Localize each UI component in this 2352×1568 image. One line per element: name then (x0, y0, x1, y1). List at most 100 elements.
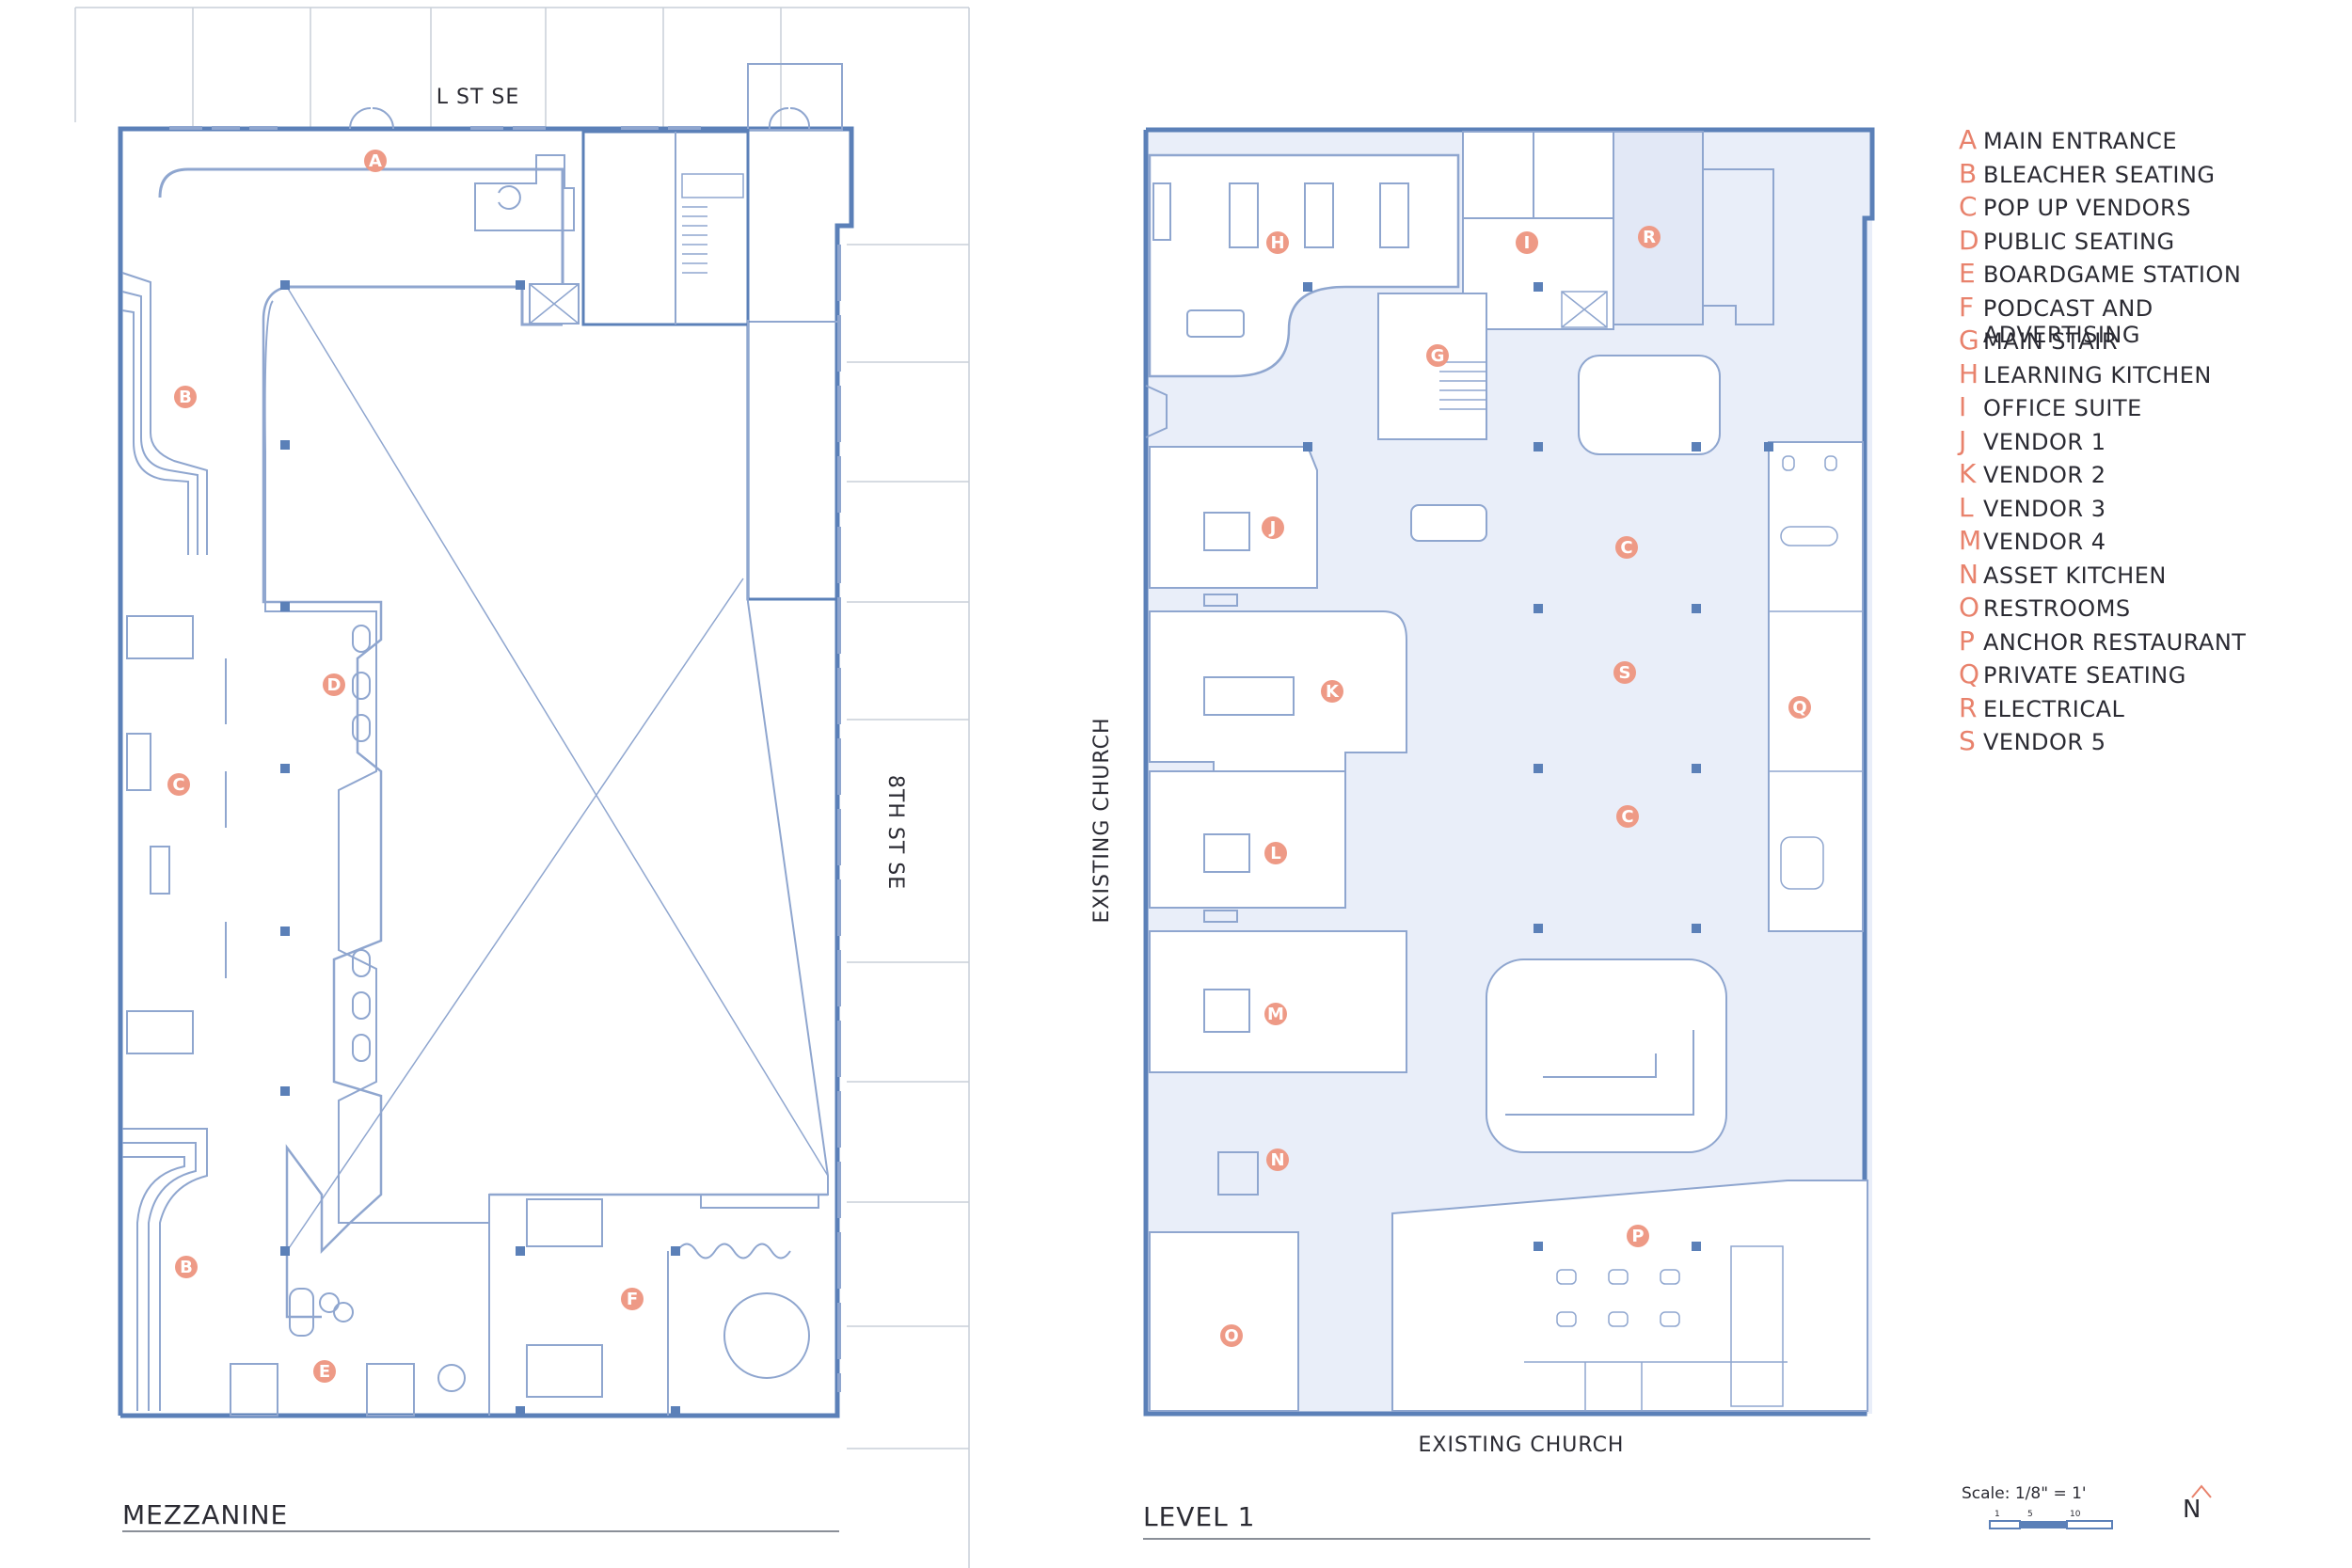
legend-letter: E (1959, 258, 1977, 289)
level1-markers: H I R G J C K S Q L C M N P O (1220, 226, 1811, 1347)
marker: N (1266, 1148, 1289, 1171)
legend-letter: L (1959, 491, 1975, 523)
legend-name: PUBLIC SEATING (1983, 228, 2175, 255)
legend-name: MAIN STAIR (1983, 328, 2118, 355)
street-name-west: EXISTING CHURCH (1090, 718, 1114, 924)
marker: D (323, 673, 345, 696)
legend-letter: O (1959, 592, 1980, 623)
marker: G (1426, 344, 1449, 367)
legend-name: RESTROOMS (1983, 595, 2131, 622)
svg-text:N: N (1270, 1150, 1284, 1170)
legend-letter: R (1959, 691, 1978, 723)
marker: J (1262, 516, 1284, 539)
legend-letter: J (1959, 424, 1967, 456)
svg-text:M: M (1267, 1005, 1284, 1024)
legend-name: ELECTRICAL (1983, 695, 2125, 722)
svg-text:S: S (1619, 663, 1631, 683)
svg-text:B: B (179, 388, 192, 407)
marker: C (167, 773, 190, 796)
legend-name: VENDOR 2 (1983, 462, 2106, 488)
marker: C (1616, 805, 1639, 828)
svg-text:J: J (1268, 518, 1277, 538)
legend-letter: B (1959, 157, 1978, 189)
marker: I (1516, 231, 1538, 254)
svg-text:E: E (319, 1362, 330, 1382)
marker: R (1638, 226, 1661, 248)
north-label: N (2183, 1496, 2201, 1524)
legend-letter: G (1959, 325, 1980, 356)
marker: E (313, 1360, 336, 1383)
mezzanine-plan: A B D C B E F L ST SE 8TH ST SE MEZZANIN… (74, 7, 970, 1568)
legend-letter: Q (1959, 658, 1980, 689)
svg-text:A: A (369, 151, 382, 171)
svg-text:D: D (327, 675, 342, 695)
legend-letter: M (1959, 525, 1982, 556)
marker: M (1264, 1003, 1287, 1025)
legend-name: OFFICE SUITE (1983, 395, 2142, 421)
street-grid (74, 7, 970, 1568)
legend-name: LEARNING KITCHEN (1983, 361, 2212, 388)
legend-name: BOARDGAME STATION (1983, 261, 2242, 288)
legend-name: VENDOR 4 (1983, 529, 2106, 555)
north-arrow-icon (2191, 1484, 2212, 1498)
marker: C (1615, 536, 1638, 559)
svg-text:O: O (1224, 1326, 1238, 1346)
legend-letter: S (1959, 725, 1977, 756)
plan-title-level1: LEVEL 1 (1143, 1501, 1255, 1532)
svg-text:G: G (1431, 346, 1445, 366)
street-name-north: L ST SE (437, 86, 520, 109)
svg-text:F: F (627, 1290, 638, 1309)
marker: B (175, 1256, 198, 1278)
legend-letter: A (1959, 124, 1978, 155)
legend-item: J VENDOR 1 (1959, 425, 2316, 459)
svg-text:I: I (1524, 233, 1531, 253)
svg-text:K: K (1326, 682, 1340, 702)
scale-label: Scale: 1/8" = 1' (1962, 1484, 2087, 1503)
svg-text:C: C (1620, 538, 1632, 558)
legend-name: VENDOR 1 (1983, 428, 2106, 455)
level1-plan: H I R G J C K S Q L C M N P O EXISTING C… (1090, 127, 2212, 1540)
marker: P (1627, 1225, 1649, 1247)
plan-title-mezzanine: MEZZANINE (122, 1499, 288, 1530)
legend-letter: D (1959, 224, 1980, 256)
level1-outer-wall (1143, 127, 1875, 1417)
marker: H (1266, 231, 1289, 254)
svg-text:C: C (172, 775, 184, 795)
legend-name: ANCHOR RESTAURANT (1983, 628, 2247, 656)
marker: F (621, 1288, 644, 1310)
legend-letter: K (1959, 458, 1977, 489)
svg-text:Q: Q (1792, 698, 1806, 718)
legend-letter: N (1959, 558, 1979, 590)
marker: L (1264, 842, 1287, 864)
street-name-south: EXISTING CHURCH (1419, 1433, 1625, 1457)
street-name-east: 8TH ST SE (883, 775, 907, 890)
legend-name: VENDOR 5 (1983, 729, 2106, 755)
svg-text:1: 1 (1994, 1510, 2000, 1519)
legend-name: PODCAST AND ADVERTISING (1982, 294, 2153, 348)
marker: B (174, 386, 197, 408)
legend-letter: I (1959, 391, 1967, 422)
legend-name: POP UP VENDORS (1983, 195, 2191, 221)
svg-text:P: P (1631, 1227, 1644, 1246)
svg-text:L: L (1270, 844, 1280, 863)
marker: Q (1788, 696, 1811, 719)
svg-text:C: C (1621, 807, 1633, 827)
legend-letter: F (1959, 291, 1975, 323)
svg-text:10: 10 (2070, 1510, 2081, 1519)
